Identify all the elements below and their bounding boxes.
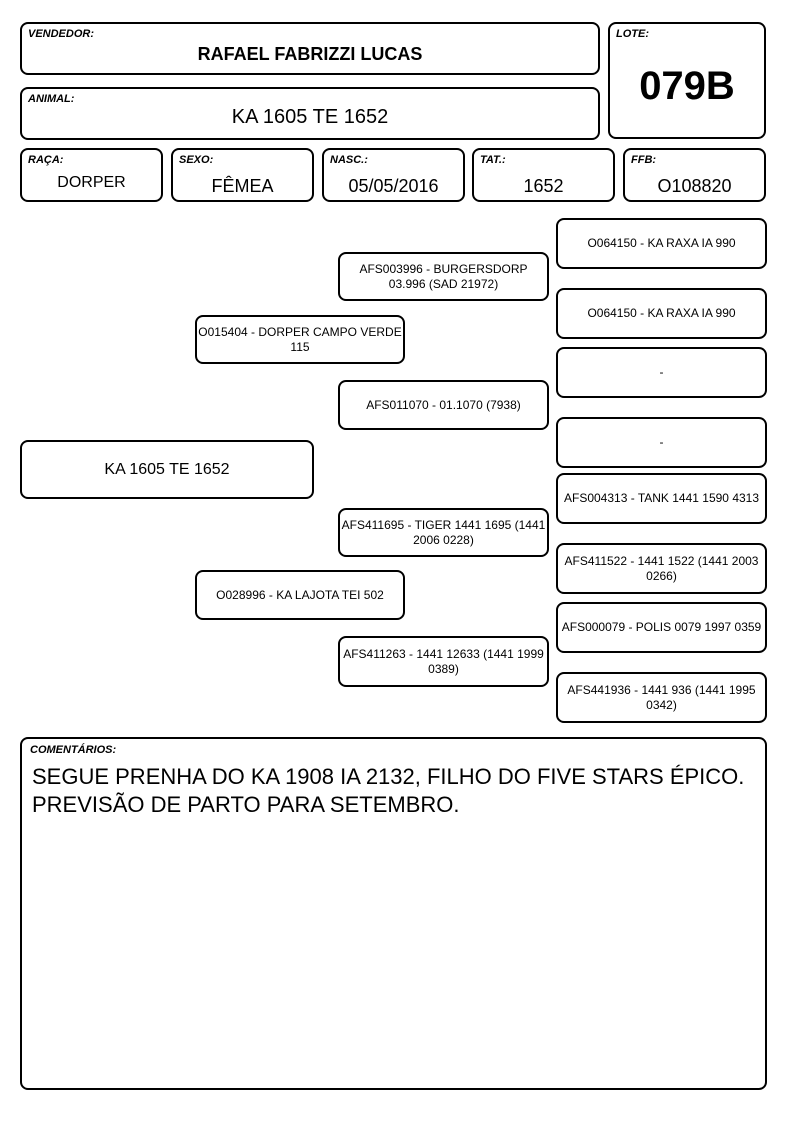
pedigree-ggp-2-text: O064150 - KA RAXA IA 990 [587, 306, 736, 320]
raca-value: DORPER [57, 174, 126, 191]
pedigree-ggp-2: O064150 - KA RAXA IA 990 [556, 288, 767, 339]
pedigree-ggp-3: - [556, 347, 767, 398]
vendedor-value: RAFAEL FABRIZZI LUCAS [197, 44, 423, 64]
sexo-label: SEXO: [179, 154, 214, 166]
comments-text: SEGUE PRENHA DO KA 1908 IA 2132, FILHO D… [32, 764, 745, 817]
ffb-box: FFB: O108820 [623, 148, 766, 202]
pedigree-ggp-5: AFS004313 - TANK 1441 1590 4313 [556, 473, 767, 524]
animal-value: KA 1605 TE 1652 [231, 106, 389, 128]
sexo-value: FÊMEA [211, 176, 274, 196]
nasc-box: NASC.: 05/05/2016 [322, 148, 465, 202]
vendedor-label: VENDEDOR: [28, 28, 95, 40]
pedigree-dam-sire-text: AFS411695 - TIGER 1441 1695 (1441 2006 0… [341, 517, 546, 547]
pedigree-sire: O015404 - DORPER CAMPO VERDE 115 [195, 315, 405, 364]
lote-box: LOTE: 079B [608, 22, 766, 139]
pedigree-animal-text: KA 1605 TE 1652 [104, 461, 230, 478]
ffb-value: O108820 [657, 176, 732, 196]
pedigree-ggp-8-text: AFS441936 - 1441 936 (1441 1995 0342) [567, 682, 756, 712]
comments-box: COMENTÁRIOS: SEGUE PRENHA DO KA 1908 IA … [20, 737, 767, 1090]
pedigree-ggp-8: AFS441936 - 1441 936 (1441 1995 0342) [556, 672, 767, 723]
raca-box: RAÇA: DORPER [20, 148, 163, 202]
pedigree-ggp-3-text: - [659, 365, 664, 379]
pedigree-dam: O028996 - KA LAJOTA TEI 502 [195, 570, 405, 620]
pedigree-dam-dam-text: AFS411263 - 1441 12633 (1441 1999 0389) [343, 646, 544, 676]
pedigree-sire-text: O015404 - DORPER CAMPO VERDE 115 [198, 324, 402, 354]
pedigree-dam-dam: AFS411263 - 1441 12633 (1441 1999 0389) [338, 636, 549, 687]
pedigree-ggp-4: - [556, 417, 767, 468]
pedigree-ggp-4-text: - [659, 435, 664, 449]
tat-label: TAT.: [480, 154, 506, 166]
ffb-label: FFB: [631, 154, 657, 166]
animal-label: ANIMAL: [28, 93, 75, 105]
pedigree-sire-dam: AFS011070 - 01.1070 (7938) [338, 380, 549, 430]
pedigree-ggp-6-text: AFS411522 - 1441 1522 (1441 2003 0266) [564, 553, 759, 583]
vendedor-box: VENDEDOR: RAFAEL FABRIZZI LUCAS [20, 22, 600, 75]
nasc-label: NASC.: [330, 154, 368, 166]
pedigree-sire-dam-text: AFS011070 - 01.1070 (7938) [366, 397, 521, 412]
comments-label: COMENTÁRIOS: [30, 744, 117, 756]
tat-box: TAT.: 1652 [472, 148, 615, 202]
pedigree-ggp-6: AFS411522 - 1441 1522 (1441 2003 0266) [556, 543, 767, 594]
pedigree-dam-sire: AFS411695 - TIGER 1441 1695 (1441 2006 0… [338, 508, 549, 557]
pedigree-sire-sire: AFS003996 - BURGERSDORP 03.996 (SAD 2197… [338, 252, 549, 301]
pedigree-ggp-5-text: AFS004313 - TANK 1441 1590 4313 [563, 491, 760, 505]
pedigree-ggp-7: AFS000079 - POLIS 0079 1997 0359 [556, 602, 767, 653]
nasc-value: 05/05/2016 [348, 176, 439, 196]
lote-value: 079B [639, 64, 735, 108]
pedigree-animal: KA 1605 TE 1652 [20, 440, 314, 499]
pedigree-dam-text: O028996 - KA LAJOTA TEI 502 [216, 587, 384, 602]
tat-value: 1652 [523, 176, 564, 196]
pedigree-sire-sire-text: AFS003996 - BURGERSDORP 03.996 (SAD 2197… [359, 261, 528, 291]
animal-box: ANIMAL: KA 1605 TE 1652 [20, 87, 600, 140]
sexo-box: SEXO: FÊMEA [171, 148, 314, 202]
pedigree-ggp-1: O064150 - KA RAXA IA 990 [556, 218, 767, 269]
pedigree-ggp-7-text: AFS000079 - POLIS 0079 1997 0359 [561, 620, 762, 634]
lote-label: LOTE: [616, 28, 649, 40]
pedigree-ggp-1-text: O064150 - KA RAXA IA 990 [587, 236, 736, 250]
raca-label: RAÇA: [28, 154, 64, 166]
